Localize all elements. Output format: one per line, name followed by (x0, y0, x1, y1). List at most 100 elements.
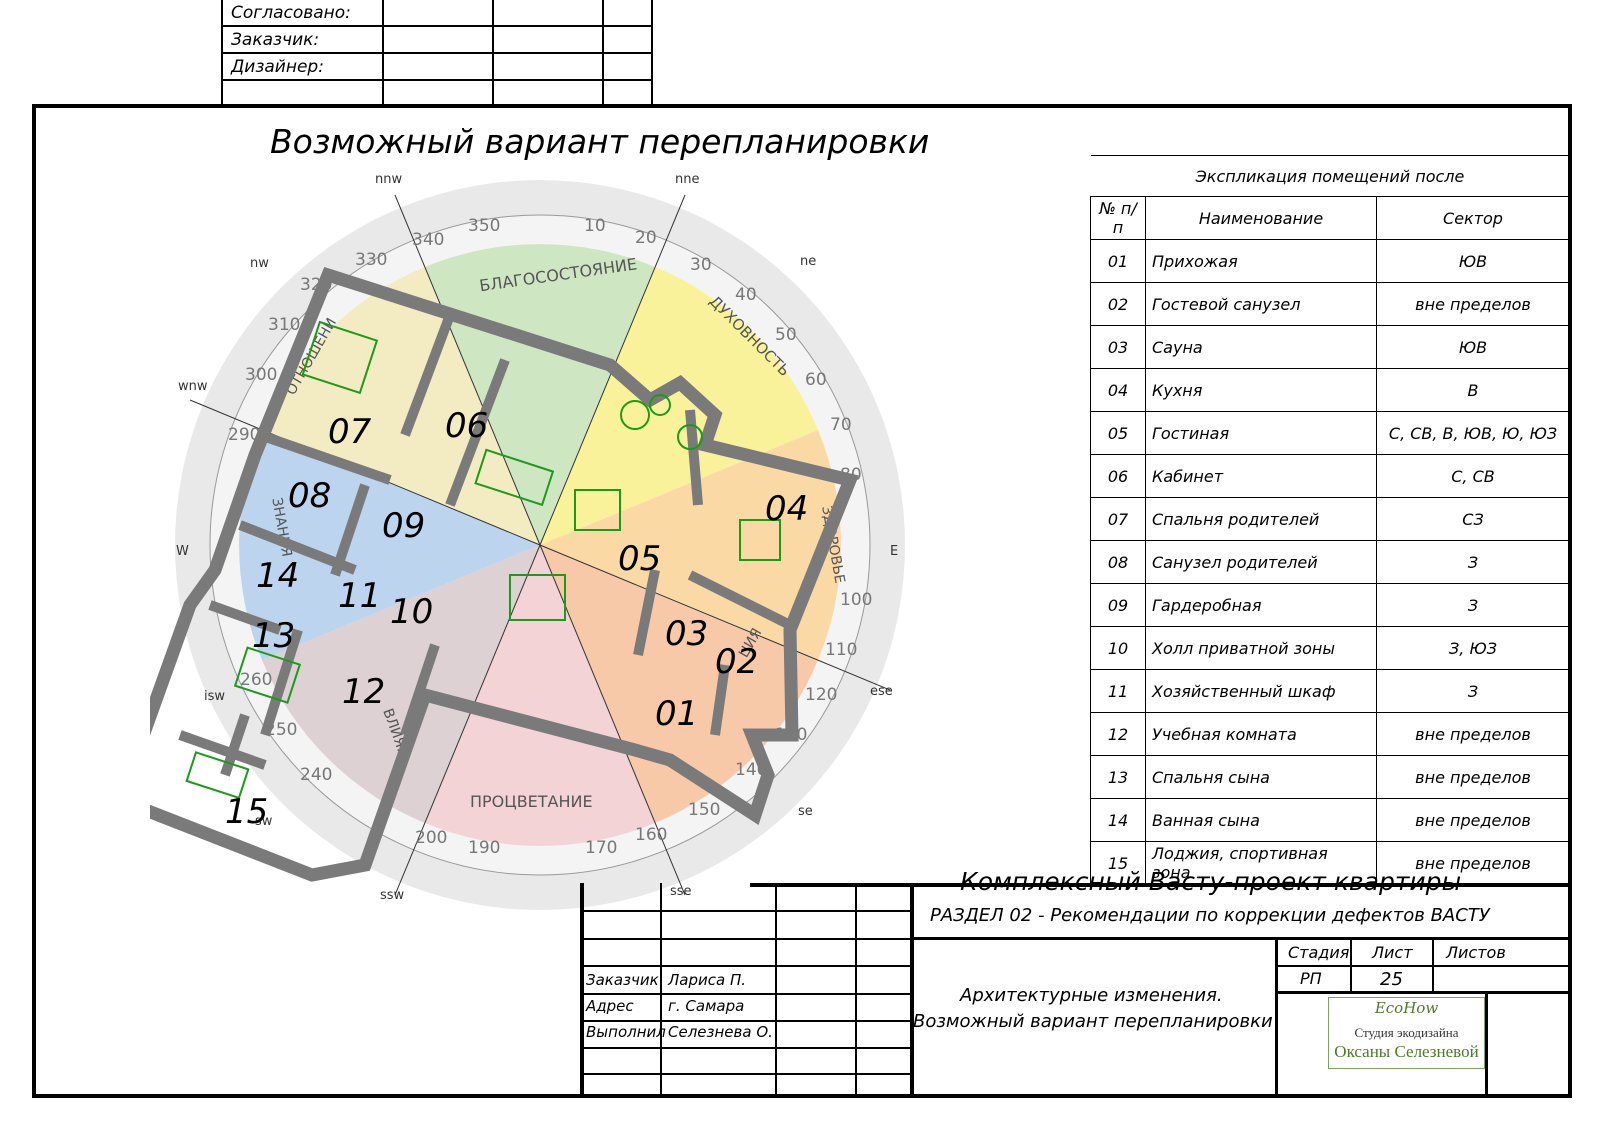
approval-row: Заказчик: (221, 26, 653, 54)
row-sector: вне пределов (1376, 282, 1570, 326)
direction-ssw: ssw (380, 888, 405, 903)
sector-south (425, 545, 655, 846)
row-sector: В (1376, 368, 1570, 412)
degree-label: 60 (805, 370, 827, 390)
furniture (185, 320, 781, 800)
room-number: 06 (445, 406, 488, 446)
direction-ne: ne (800, 254, 816, 269)
degree-label: 240 (300, 765, 332, 785)
direction-sse: sse (670, 884, 692, 899)
apartment-walls (150, 266, 859, 882)
sheet-value: 25 (1380, 969, 1403, 990)
degree-label: 150 (688, 800, 720, 820)
sheet-title-line2: Возможный вариант перепланировки (913, 1011, 1273, 1032)
executor-label: Выполнил (586, 1023, 666, 1041)
degree-label: 260 (240, 670, 272, 690)
row-name: Прихожая (1145, 239, 1377, 283)
row-num: 06 (1090, 454, 1146, 498)
row-name: Кухня (1145, 368, 1377, 412)
row-num: 10 (1090, 626, 1146, 670)
explication-caption: Экспликация помещений после (1090, 155, 1570, 197)
direction-ese: ese (870, 684, 893, 699)
degree-label: 160 (635, 825, 667, 845)
logo-mark: EcoHow (1374, 999, 1439, 1017)
header-sector: Сектор (1376, 196, 1570, 240)
drawing-title: Возможный вариант перепланировки (270, 122, 930, 161)
direction-lines (189, 194, 891, 896)
degree-label: 200 (415, 828, 447, 848)
room-number: 11 (338, 576, 381, 616)
row-num: 13 (1090, 755, 1146, 799)
room-number: 10 (390, 592, 433, 632)
executor-value: Селезнева О. (668, 1023, 773, 1041)
header-name: Наименование (1145, 196, 1377, 240)
project-title: Комплексный Васту-проект квартиры (960, 867, 1462, 896)
degree-label: 350 (468, 216, 500, 236)
sector-west (239, 430, 540, 660)
sector-east (540, 430, 841, 660)
direction-wnw: wnw (178, 379, 208, 394)
direction-w: W (176, 544, 189, 559)
title-block: Комплексный Васту-проект квартиры РАЗДЕЛ… (580, 867, 1572, 1098)
room-number: 05 (618, 539, 661, 579)
row-num: 02 (1090, 282, 1146, 326)
room-number: 07 (328, 412, 372, 452)
interior-walls (178, 313, 793, 777)
row-sector: ЮВ (1376, 239, 1570, 283)
row-name: Гостевой санузел (1145, 282, 1377, 326)
row-num: 14 (1090, 798, 1146, 842)
degree-label: 20 (635, 228, 657, 248)
row-sector: вне пределов (1376, 712, 1570, 756)
approval-label: Дизайнер: (221, 53, 384, 81)
row-name: Спальня сына (1145, 755, 1377, 799)
sector-southeast (540, 545, 818, 823)
row-name: Санузел родителей (1145, 540, 1377, 584)
row-num: 03 (1090, 325, 1146, 369)
sector-southwest (262, 545, 540, 823)
row-sector: З (1376, 669, 1570, 713)
row-sector: СЗ (1376, 497, 1570, 541)
row-num: 09 (1090, 583, 1146, 627)
row-sector: ЮВ (1376, 325, 1570, 369)
room-number: 02 (715, 642, 758, 682)
row-sector: З (1376, 540, 1570, 584)
sheets-label: Листов (1446, 943, 1506, 962)
row-sector: вне пределов (1376, 755, 1570, 799)
customer-label: Заказчик (586, 971, 659, 989)
row-name: Спальня родителей (1145, 497, 1377, 541)
row-name: Холл приватной зоны (1145, 626, 1377, 670)
degree-label: 10 (584, 216, 606, 236)
row-num: 07 (1090, 497, 1146, 541)
direction-sw: sw (255, 814, 273, 829)
stage-value: РП (1300, 969, 1322, 988)
row-num: 12 (1090, 712, 1146, 756)
approval-label: Согласовано: (221, 0, 384, 27)
sector-northeast (540, 267, 818, 545)
direction-e: E (890, 544, 898, 559)
row-sector: С, СВ (1376, 454, 1570, 498)
room-number: 04 (765, 489, 808, 529)
row-name: Кабинет (1145, 454, 1377, 498)
row-sector: С, СВ, В, ЮВ, Ю, ЮЗ (1376, 411, 1570, 455)
room-number: 01 (655, 694, 698, 734)
floor-plan: БЛАГОСОСТОЯНИЕ ДУХОВНОСТЬ ПРОЦВЕТАНИЕ ОТ… (150, 175, 905, 910)
room-number: 14 (256, 556, 299, 596)
room-number: 12 (342, 672, 385, 712)
degree-label: 340 (412, 230, 444, 250)
row-sector: вне пределов (1376, 841, 1570, 885)
explication-table: Экспликация помещений после № п/п Наимен… (1090, 155, 1570, 885)
direction-isw: isw (204, 689, 225, 704)
degree-label: 170 (585, 838, 617, 858)
degree-label: 290 (228, 425, 260, 445)
row-name: Учебная комната (1145, 712, 1377, 756)
row-num: 04 (1090, 368, 1146, 412)
section-title: РАЗДЕЛ 02 - Рекомендации по коррекции де… (930, 905, 1490, 926)
